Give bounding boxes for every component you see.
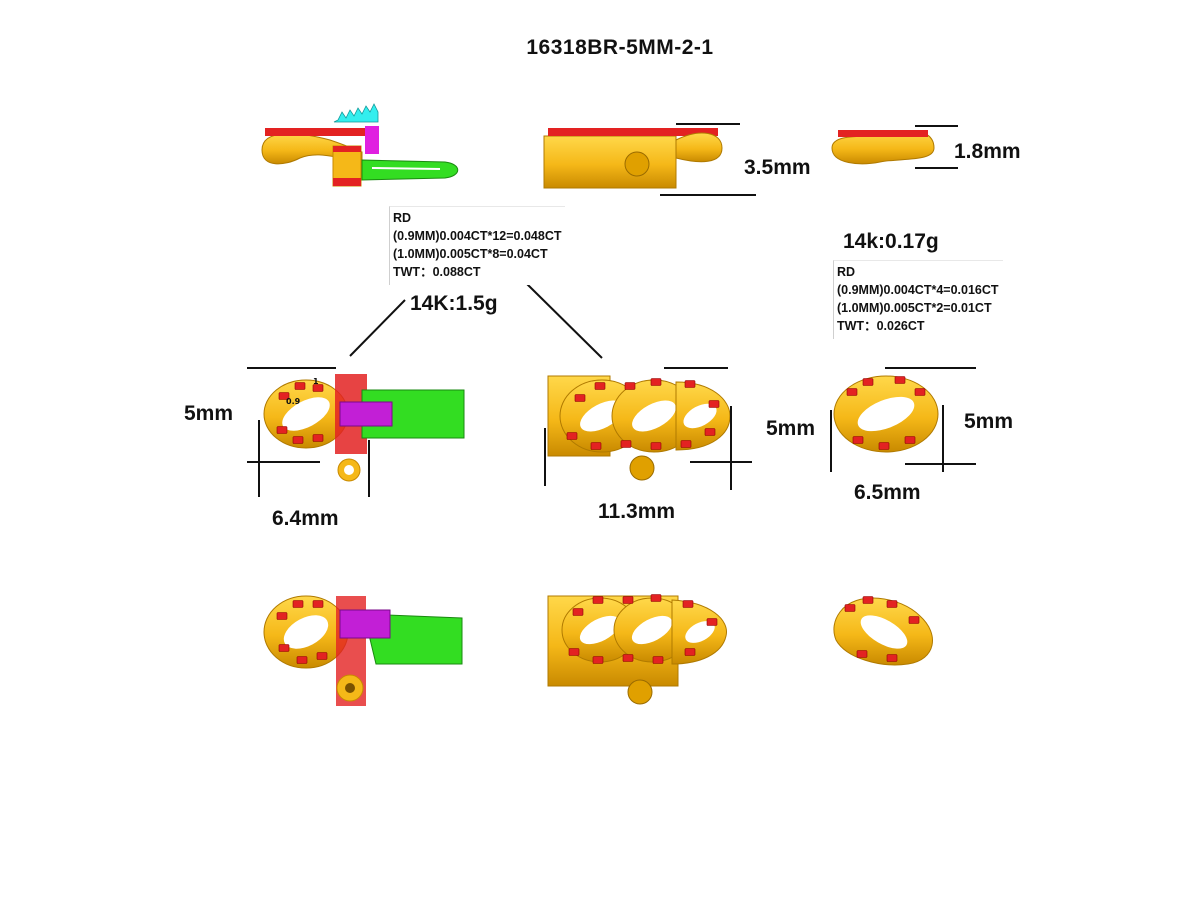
clasp-perspective-left (263, 595, 463, 706)
spec-line-10mm: (1.0MM)0.005CT*8=0.04CT (393, 247, 548, 261)
leader-line-right (526, 283, 603, 359)
link-front-view (830, 367, 976, 472)
leader-line-left (349, 299, 406, 357)
clasp-left-width-label: 6.4mm (272, 507, 339, 530)
link-height-right-label: 5mm (964, 410, 1014, 433)
link-weight-label: 14k:0.17g (843, 230, 939, 253)
link-stone-spec: RD (0.9MM)0.004CT*4=0.016CT (1.0MM)0.005… (833, 260, 1003, 339)
clasp-perspective-middle (547, 594, 727, 705)
spec-line-09mm: (0.9MM)0.004CT*12=0.048CT (393, 229, 562, 243)
spec-line-stone-type: RD (837, 265, 856, 279)
drawing-title: 16318BR-5MM-2-1 (526, 36, 714, 59)
link-width-label: 6.5mm (854, 481, 921, 504)
link-perspective (833, 596, 933, 666)
clasp-stone-spec: RD (0.9MM)0.004CT*12=0.048CT (1.0MM)0.00… (389, 206, 566, 285)
clasp-side-view-middle (543, 123, 756, 196)
stone-label: 0.9 (286, 397, 301, 406)
spec-line-10mm: (1.0MM)0.005CT*2=0.01CT (837, 301, 992, 315)
clasp-front-height-label: 5mm (184, 402, 234, 425)
clasp-front-view-middle (544, 367, 752, 490)
stone-label: 1 (313, 377, 319, 386)
spec-line-total: TWT：0.088CT (393, 265, 481, 279)
clasp-height-label: 3.5mm (744, 156, 811, 179)
spec-line-total: TWT：0.026CT (837, 319, 925, 333)
clasp-total-width-label: 11.3mm (598, 500, 676, 523)
clasp-side-view-left (261, 103, 459, 187)
link-height-left-label: 5mm (766, 417, 816, 440)
spec-line-09mm: (0.9MM)0.004CT*4=0.016CT (837, 283, 999, 297)
clasp-weight-label: 14K:1.5g (410, 292, 498, 315)
clasp-front-view-left (247, 367, 465, 497)
link-side-view (831, 125, 958, 169)
link-thickness-label: 1.8mm (954, 140, 1021, 163)
spec-line-stone-type: RD (393, 211, 412, 225)
